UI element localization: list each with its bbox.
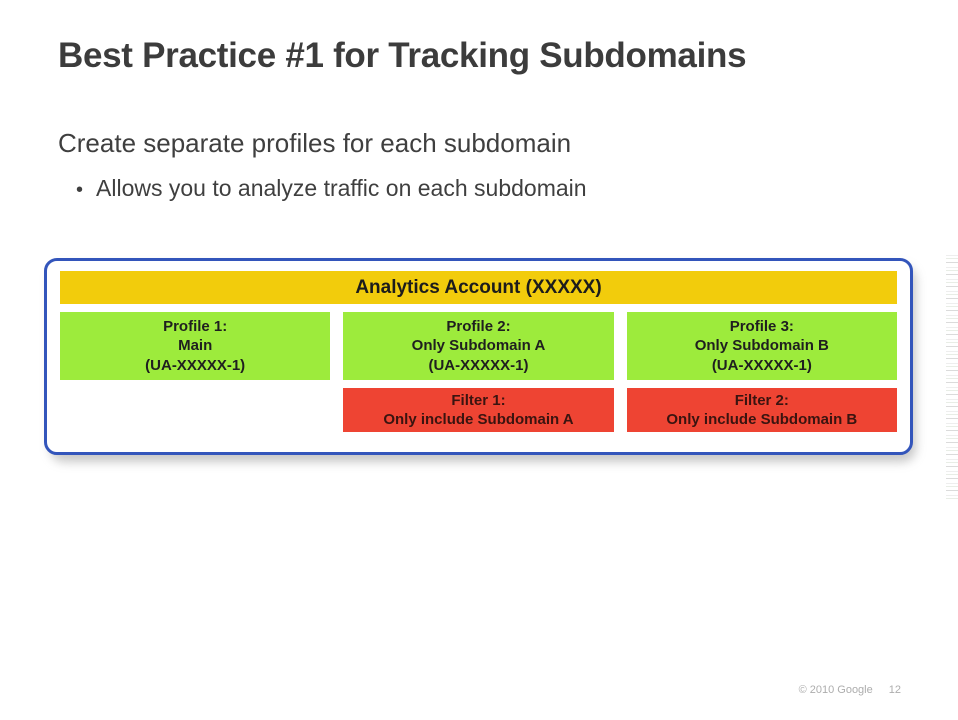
filter-box-2: Filter 2: Only include Subdomain B xyxy=(626,388,897,432)
profile-column-3: Profile 3: Only Subdomain B (UA-XXXXX-1)… xyxy=(626,312,897,432)
bullet-item: • Allows you to analyze traffic on each … xyxy=(76,175,587,202)
filter-title: Filter 1: xyxy=(451,391,506,409)
profile-columns: Profile 1: Main (UA-XXXXX-1) Profile 2: … xyxy=(60,312,897,432)
profile-title: Profile 3: xyxy=(729,318,794,336)
body-text: Create separate profiles for each subdom… xyxy=(58,128,572,158)
filter-rule: Only include Subdomain B xyxy=(666,411,858,428)
profile-subtitle: Only Subdomain B xyxy=(694,337,829,355)
edge-compression-artifacts xyxy=(946,255,958,500)
analytics-account-label: Analytics Account (XXXXX) xyxy=(355,276,602,298)
profile-box-3: Profile 3: Only Subdomain B (UA-XXXXX-1) xyxy=(626,312,897,380)
bullet-dot-icon: • xyxy=(76,179,84,201)
filter-title: Filter 2: xyxy=(734,391,789,409)
profile-id: (UA-XXXXX-1) xyxy=(145,356,246,374)
filter-box-1: Filter 1: Only include Subdomain A xyxy=(343,388,614,432)
analytics-account-bar: Analytics Account (XXXXX) xyxy=(60,271,897,304)
account-structure-diagram: Analytics Account (XXXXX) Profile 1: Mai… xyxy=(44,258,913,455)
profile-box-2: Profile 2: Only Subdomain A (UA-XXXXX-1) xyxy=(343,312,614,380)
profile-id: (UA-XXXXX-1) xyxy=(428,356,529,374)
profile-title: Profile 2: xyxy=(446,318,511,336)
profile-column-2: Profile 2: Only Subdomain A (UA-XXXXX-1)… xyxy=(343,312,614,432)
profile-box-1: Profile 1: Main (UA-XXXXX-1) xyxy=(60,312,331,380)
bullet-item-label: Allows you to analyze traffic on each su… xyxy=(96,175,587,201)
profile-subtitle: Main xyxy=(178,337,213,355)
page-title: Best Practice #1 for Tracking Subdomains xyxy=(58,36,747,75)
slide-footer: © 2010 Google 12 xyxy=(799,684,901,696)
copyright-text: © 2010 Google xyxy=(798,684,873,696)
filter-placeholder-1 xyxy=(60,388,330,432)
profile-id: (UA-XXXXX-1) xyxy=(711,356,812,374)
filter-rule: Only include Subdomain A xyxy=(383,411,574,428)
slide-number: 12 xyxy=(888,684,901,696)
profile-column-1: Profile 1: Main (UA-XXXXX-1) xyxy=(60,312,331,432)
profile-subtitle: Only Subdomain A xyxy=(411,337,546,355)
profile-title: Profile 1: xyxy=(163,318,228,336)
